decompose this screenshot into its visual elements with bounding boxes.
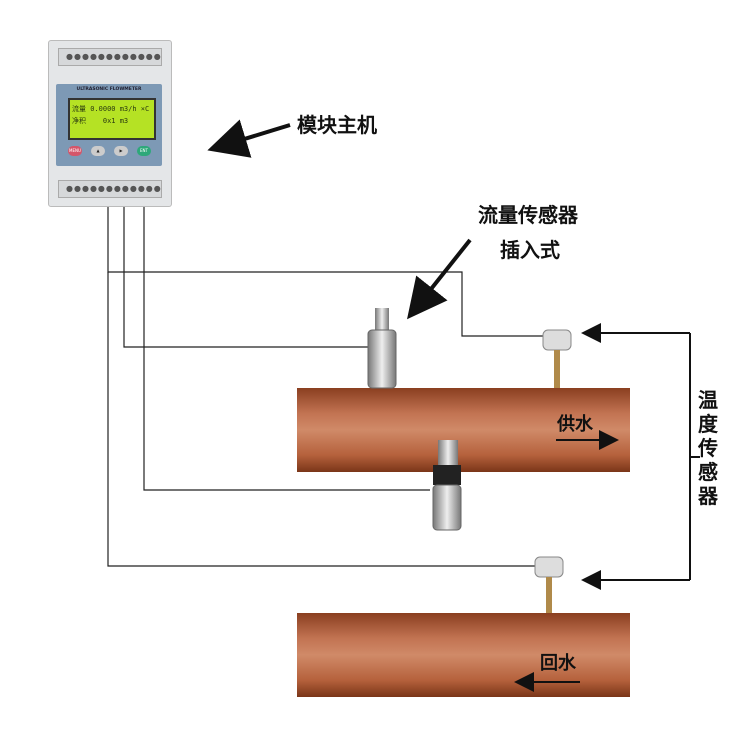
- up-button[interactable]: ▲: [91, 146, 105, 156]
- flow-sensor-lower: [432, 440, 462, 531]
- menu-button[interactable]: MENU: [68, 146, 82, 156]
- right-button[interactable]: ▶: [114, 146, 128, 156]
- supply-water-label: 供水: [557, 414, 593, 435]
- wire-flow-upper: [123, 205, 370, 348]
- insert-type-label: 插入式: [500, 238, 560, 262]
- lcd-value-flow: 0.0000 m3/h ×C: [90, 105, 150, 113]
- wire-temp-supply: [107, 205, 545, 337]
- return-water-label: 回水: [540, 653, 576, 674]
- lcd-screen: 流量 0.0000 m3/h ×C 净积 0x1 m3: [68, 98, 156, 140]
- lcd-value-total: 0x1 m3: [102, 117, 129, 125]
- enter-button[interactable]: ENT: [137, 146, 151, 156]
- flowmeter-host-module: ●●●●●●●●●●●● ●●●●●●●●●●●● ULTRASONIC FLO…: [48, 40, 172, 207]
- host-label: 模块主机: [297, 113, 377, 137]
- host-arrow: [207, 119, 291, 158]
- wire-flow-lower: [143, 205, 430, 491]
- temp-sensor-supply: [542, 329, 572, 388]
- return-pipe: [297, 613, 630, 697]
- temp-sensor-return: [534, 556, 564, 613]
- wire-temp-return: [107, 272, 535, 567]
- temp-sensor-label: 温度传感器: [698, 388, 718, 508]
- lcd-label-flow: 流量: [72, 105, 86, 113]
- supply-pipe: [297, 388, 630, 472]
- flow-sensor-label: 流量传感器: [478, 203, 578, 227]
- device-title: ULTRASONIC FLOWMETER: [76, 87, 142, 92]
- flow-sensor-arrow: [407, 238, 472, 320]
- flow-sensor-upper: [367, 308, 397, 389]
- lcd-label-total: 净积: [72, 117, 86, 125]
